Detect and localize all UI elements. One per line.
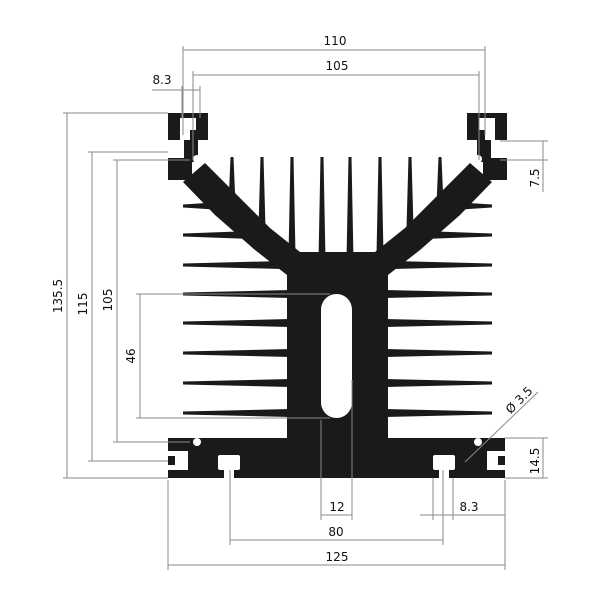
- dim-hole-diameter: Ø 3.5: [503, 384, 536, 417]
- hole: [193, 438, 201, 446]
- vertical-fin: [288, 157, 296, 255]
- dim-105-left: 105: [101, 289, 115, 312]
- horizontal-fin-right: [385, 290, 492, 298]
- hole: [193, 155, 201, 163]
- dim-135-5: 135.5: [51, 279, 65, 313]
- dim-115: 115: [76, 293, 90, 316]
- dim-105-top: 105: [326, 59, 349, 73]
- horizontal-fin-left: [183, 231, 252, 239]
- horizontal-fin-left: [183, 349, 290, 357]
- dimension-lines: [63, 46, 548, 570]
- vertical-fin: [406, 157, 414, 228]
- vertical-fin: [436, 157, 444, 205]
- dim-125: 125: [326, 550, 349, 564]
- vertical-fin: [376, 157, 384, 255]
- corner-tslot: [168, 451, 188, 470]
- center-slot: [321, 294, 352, 418]
- dim-12: 12: [329, 500, 344, 514]
- dim-14-5: 14.5: [528, 448, 542, 475]
- dim-46: 46: [124, 348, 138, 363]
- top-left-tslot: [168, 113, 208, 180]
- dim-7-5: 7.5: [528, 168, 542, 187]
- vertical-fins: [228, 157, 444, 260]
- horizontal-fin-right: [385, 409, 492, 417]
- bottom-tslot: [218, 455, 240, 470]
- horizontal-fin-right: [393, 261, 492, 269]
- horizontal-fin-left: [183, 379, 290, 387]
- vertical-fin: [258, 157, 266, 228]
- horizontal-fin-left: [183, 202, 222, 210]
- dim-8-3-top: 8.3: [152, 73, 171, 87]
- horizontal-fin-left: [183, 319, 290, 327]
- horizontal-fin-right: [423, 231, 492, 239]
- dim-8-3-bottom: 8.3: [459, 500, 478, 514]
- horizontal-fin-right: [453, 202, 492, 210]
- hole: [474, 155, 482, 163]
- hole: [474, 438, 482, 446]
- vertical-fin: [346, 157, 354, 260]
- horizontal-fin-right: [385, 349, 492, 357]
- dim-110: 110: [324, 34, 347, 48]
- vertical-fin: [318, 157, 326, 260]
- corner-tslot: [487, 451, 505, 470]
- horizontal-fin-right: [385, 379, 492, 387]
- horizontal-fin-right: [385, 319, 492, 327]
- dim-80: 80: [328, 525, 343, 539]
- top-right-tslot: [467, 113, 507, 180]
- horizontal-fin-left: [183, 261, 282, 269]
- vertical-fin: [228, 157, 236, 205]
- bottom-tslot: [433, 455, 455, 470]
- heatsink-profile: [168, 113, 507, 478]
- horizontal-fin-left: [183, 409, 290, 417]
